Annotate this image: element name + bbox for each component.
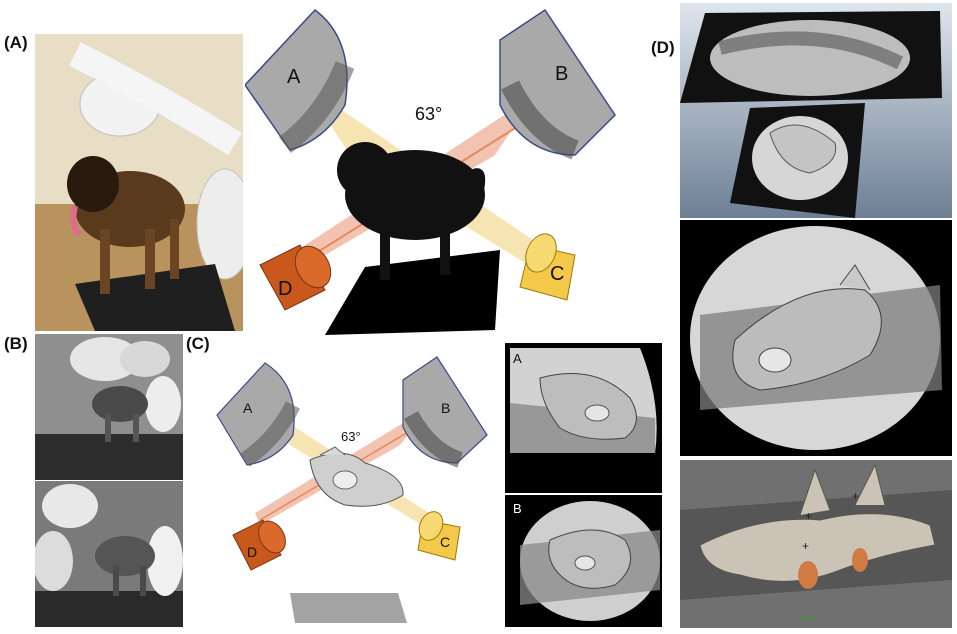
panel-label-c: (C) (186, 334, 210, 353)
source-c-top (519, 233, 576, 301)
xray-overlay-a: A (505, 343, 662, 493)
panel-b-photo-bottom (35, 481, 183, 627)
detector-b-label-c: B (441, 400, 450, 416)
top-diagram: A B 63° D C (245, 8, 616, 335)
source-c-label-c: C (440, 534, 450, 550)
panel-d-bone-closeup: + + + Cam2 (680, 460, 952, 628)
source-d-top (259, 244, 332, 311)
panel-label-b: (B) (4, 334, 28, 353)
svg-text:+: + (852, 489, 859, 503)
svg-text:+: + (805, 509, 812, 523)
detector-a-label-c: A (243, 400, 253, 416)
overlay-b-label: B (513, 501, 522, 516)
source-d-c (232, 519, 286, 571)
detector-b-label-top: B (555, 63, 568, 85)
panel-label-d: (D) (651, 38, 675, 57)
angle-label-top: 63° (415, 104, 442, 124)
panel-c-diagram: A B 63° D C (216, 356, 488, 623)
svg-text:+: + (802, 539, 809, 553)
panel-label-a: (A) (4, 33, 28, 52)
camera-label: Cam2 (798, 615, 817, 622)
xray-overlay-b: B (505, 495, 662, 627)
platform-top (325, 250, 500, 335)
source-c-c (417, 511, 461, 561)
panel-d-fluoroscopy (680, 220, 952, 456)
panel-d-3d-scene (680, 3, 952, 218)
pelvis-model-c (309, 446, 404, 507)
angle-label-c: 63° (341, 429, 361, 444)
detector-a-label-top: A (287, 66, 301, 88)
platform-c (290, 593, 407, 623)
overlay-a-label: A (513, 351, 522, 366)
panel-a-photo (35, 34, 243, 331)
panel-b-photo-top (35, 334, 183, 480)
source-c-label-top: C (550, 263, 564, 285)
source-d-label-c: D (247, 544, 257, 560)
source-d-label-top: D (278, 278, 292, 300)
